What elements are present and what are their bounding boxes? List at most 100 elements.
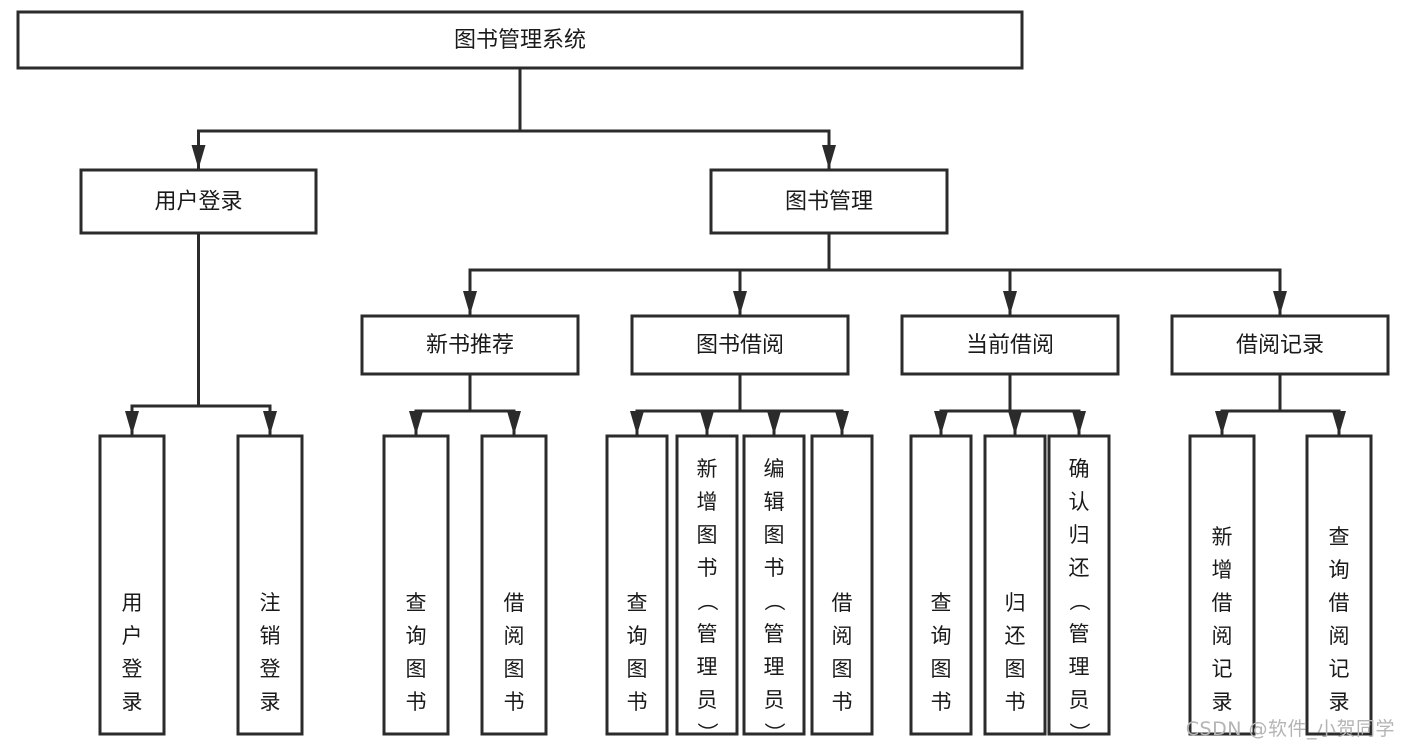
svg-text:询: 询 bbox=[1329, 558, 1350, 582]
svg-text:借: 借 bbox=[832, 591, 853, 615]
svg-text:新: 新 bbox=[1212, 525, 1233, 549]
node-leaf-0[interactable]: 用户登录 bbox=[98, 434, 166, 736]
node-level3-1-rect[interactable] bbox=[630, 314, 850, 376]
svg-text:确: 确 bbox=[1069, 457, 1090, 481]
arrow-head-icon-leaf bbox=[1332, 411, 1346, 435]
node-level2-0-rect[interactable] bbox=[79, 168, 318, 235]
svg-text:图: 图 bbox=[931, 657, 952, 681]
node-level3-3-rect[interactable] bbox=[1170, 314, 1390, 376]
node-root-system[interactable]: 图书管理系统 bbox=[16, 10, 1024, 70]
svg-text:书: 书 bbox=[504, 690, 525, 714]
node-level3-3[interactable]: 借阅记录 bbox=[1170, 314, 1390, 376]
node-level2-0[interactable]: 用户登录 bbox=[79, 168, 318, 235]
svg-text:录: 录 bbox=[1212, 690, 1233, 714]
node-leaf-4-rect[interactable] bbox=[605, 434, 669, 736]
svg-text:员: 员 bbox=[1069, 688, 1090, 712]
node-level2-1[interactable]: 图书管理 bbox=[709, 168, 949, 235]
svg-text:书: 书 bbox=[406, 690, 427, 714]
node-leaf-11-rect[interactable] bbox=[1188, 434, 1256, 736]
node-level3-1[interactable]: 图书借阅 bbox=[630, 314, 850, 376]
arrow-head-icon-leaf bbox=[507, 411, 521, 435]
svg-text:管: 管 bbox=[697, 622, 718, 646]
svg-text:认: 认 bbox=[1069, 490, 1090, 514]
svg-text:借: 借 bbox=[504, 591, 525, 615]
svg-text:查: 查 bbox=[406, 591, 427, 615]
svg-text:图: 图 bbox=[697, 523, 718, 547]
svg-text:阅: 阅 bbox=[832, 624, 853, 648]
node-leaf-8-rect[interactable] bbox=[909, 434, 973, 736]
node-leaf-10-rect[interactable] bbox=[1047, 434, 1111, 736]
node-leaf-2-rect[interactable] bbox=[382, 434, 450, 736]
node-leaf-9-rect[interactable] bbox=[983, 434, 1047, 736]
svg-text:书: 书 bbox=[697, 556, 718, 580]
node-level3-1-label: 图书借阅 bbox=[696, 333, 784, 358]
svg-text:询: 询 bbox=[627, 624, 648, 648]
arrow-head-icon-l2-0 bbox=[191, 145, 206, 169]
node-level3-2[interactable]: 当前借阅 bbox=[900, 314, 1120, 376]
svg-text:增: 增 bbox=[1212, 558, 1233, 582]
svg-text:阅: 阅 bbox=[1329, 624, 1350, 648]
node-leaf-5-rect[interactable] bbox=[675, 434, 739, 736]
node-leaf-1-rect[interactable] bbox=[236, 434, 304, 736]
svg-text:图: 图 bbox=[1005, 657, 1026, 681]
node-leaf-0-rect[interactable] bbox=[98, 434, 166, 736]
arrow-head-icon-leaf bbox=[1215, 411, 1229, 435]
svg-text:阅: 阅 bbox=[1212, 624, 1233, 648]
svg-text:还: 还 bbox=[1005, 624, 1026, 648]
node-leaf-6-rect[interactable] bbox=[742, 434, 806, 736]
svg-text:（: （ bbox=[1067, 590, 1091, 611]
svg-text:书: 书 bbox=[764, 556, 785, 580]
svg-text:查: 查 bbox=[931, 591, 952, 615]
svg-text:图: 图 bbox=[504, 657, 525, 681]
node-level2-1-rect[interactable] bbox=[709, 168, 949, 235]
arrow-head-icon-leaf bbox=[835, 411, 849, 435]
svg-text:注: 注 bbox=[260, 591, 281, 615]
svg-text:户: 户 bbox=[122, 624, 143, 648]
svg-text:图: 图 bbox=[764, 523, 785, 547]
svg-text:增: 增 bbox=[697, 490, 718, 514]
node-leaf-12-rect[interactable] bbox=[1305, 434, 1373, 736]
svg-text:管: 管 bbox=[764, 622, 785, 646]
svg-text:查: 查 bbox=[627, 591, 648, 615]
svg-text:录: 录 bbox=[260, 690, 281, 714]
svg-text:借: 借 bbox=[1212, 591, 1233, 615]
node-leaf-7-rect[interactable] bbox=[810, 434, 874, 736]
node-level3-0-rect[interactable] bbox=[360, 314, 580, 376]
svg-text:录: 录 bbox=[122, 690, 143, 714]
svg-text:员: 员 bbox=[697, 688, 718, 712]
node-level3-0-label: 新书推荐 bbox=[426, 333, 514, 358]
svg-text:图: 图 bbox=[832, 657, 853, 681]
svg-text:）: ） bbox=[1067, 722, 1091, 743]
svg-text:（: （ bbox=[695, 590, 719, 611]
node-level3-2-rect[interactable] bbox=[900, 314, 1120, 376]
svg-text:用: 用 bbox=[122, 591, 143, 615]
arrow-head-icon-l2-1 bbox=[822, 145, 836, 169]
arrow-head-icon-leaf bbox=[767, 411, 781, 435]
node-root-system-rect[interactable] bbox=[16, 10, 1024, 70]
node-level3-2-label: 当前借阅 bbox=[966, 333, 1054, 358]
svg-text:（: （ bbox=[762, 590, 786, 611]
arrow-head-icon-leaf bbox=[700, 411, 714, 435]
arrow-head-icon-leaf bbox=[1072, 411, 1086, 435]
node-leaf-3-rect[interactable] bbox=[480, 434, 548, 736]
node-level3-0[interactable]: 新书推荐 bbox=[360, 314, 580, 376]
